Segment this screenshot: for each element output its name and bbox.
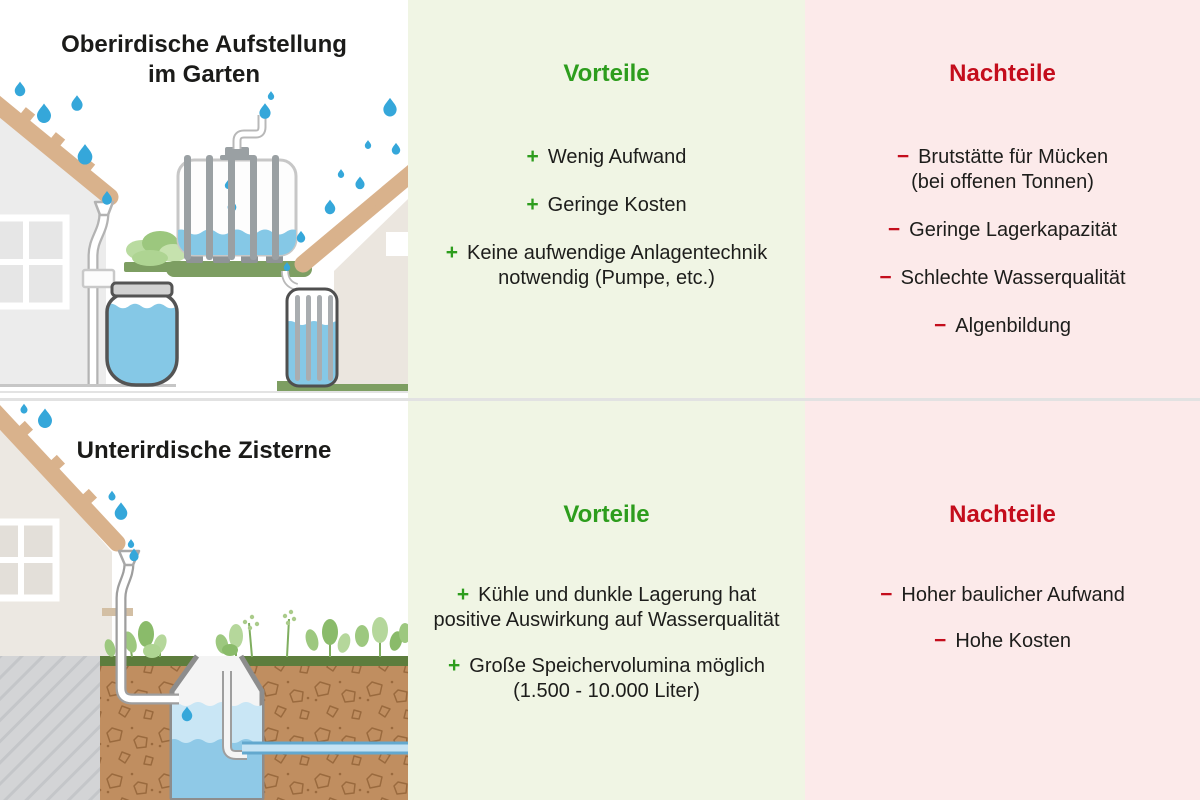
- minus-icon: −: [934, 314, 947, 337]
- advantage-item: + Wenig Aufwand: [408, 144, 805, 170]
- item-text: Schlechte Wasserqualität: [900, 267, 1126, 289]
- disadvantage-item: −Hohe Kosten: [805, 628, 1200, 654]
- item-text: Wenig Aufwand: [547, 146, 687, 168]
- minus-icon: −: [879, 266, 892, 289]
- section-title-above-ground: Oberirdische Aufstellung im Garten: [61, 31, 347, 88]
- terrace: [0, 656, 100, 800]
- plus-icon: +: [456, 583, 470, 606]
- window-icon: [386, 232, 408, 256]
- disadvantages-heading: Nachteile: [949, 501, 1056, 528]
- disadvantages-heading: Nachteile: [949, 60, 1056, 87]
- row-divider: [0, 398, 1200, 401]
- underground-disadvantages: Nachteile −Hoher baulicher Aufwand−Hohe …: [805, 400, 1200, 800]
- plants: [104, 609, 408, 658]
- advantage-item: + Geringe Kosten: [408, 192, 805, 218]
- water-tank-icon: [176, 115, 298, 263]
- item-text: Große Speichervolumina möglich(1.500 - 1…: [469, 655, 765, 702]
- downpipe-icon: [102, 549, 179, 705]
- item-text: Hohe Kosten: [955, 630, 1071, 652]
- house-left-icon: [0, 95, 119, 386]
- item-text: Geringe Kosten: [547, 194, 687, 216]
- item-text: Algenbildung: [955, 315, 1071, 337]
- disadvantage-item: −Geringe Lagerkapazität: [805, 217, 1200, 243]
- downpipe-icon: [81, 200, 116, 384]
- minus-icon: −: [896, 145, 910, 168]
- disadvantage-item: −Hoher baulicher Aufwand: [805, 582, 1200, 608]
- plus-icon: +: [526, 145, 539, 168]
- baseline: [0, 391, 408, 393]
- window-icon: [0, 214, 70, 310]
- advantages-heading: Vorteile: [563, 60, 650, 87]
- disadvantages-list: −Hoher baulicher Aufwand−Hohe Kosten: [805, 582, 1200, 654]
- cistern-icon: [169, 654, 265, 800]
- minus-icon: −: [934, 629, 947, 652]
- house-icon: [0, 404, 126, 656]
- above-ground-disadvantages: Nachteile −Brutstätte für Mücken(bei off…: [805, 0, 1200, 400]
- window-icon: [0, 518, 60, 602]
- rain-barrel-icon: [281, 270, 339, 388]
- above-ground-scene: [0, 81, 408, 393]
- tank-inlet-pipe-icon: [232, 115, 267, 149]
- advantages-heading: Vorteile: [563, 501, 650, 528]
- minus-icon: −: [887, 218, 901, 241]
- section-title-underground: Unterirdische Zisterne: [76, 437, 332, 464]
- barrel-base: [277, 381, 408, 391]
- plus-icon: +: [448, 654, 461, 677]
- item-text: Geringe Lagerkapazität: [909, 219, 1118, 241]
- advantage-item: + Große Speichervolumina möglich(1.500 - …: [408, 653, 805, 704]
- house-right-icon: [294, 164, 408, 384]
- water-jar-icon: [105, 281, 179, 387]
- disadvantage-item: −Algenbildung: [805, 313, 1200, 339]
- plus-icon: +: [526, 193, 539, 216]
- item-text: Brutstätte für Mücken(bei offenen Tonnen…: [911, 146, 1109, 193]
- plus-icon: +: [445, 241, 459, 264]
- above-ground-illustration: Oberirdische Aufstellung im Garten: [0, 0, 408, 400]
- item-text: Hoher baulicher Aufwand: [901, 584, 1125, 606]
- minus-icon: −: [880, 583, 893, 606]
- underground-scene: [0, 403, 408, 800]
- grass: [100, 656, 408, 666]
- above-ground-advantages: Vorteile + Wenig Aufwand + Geringe Kosten + K…: [408, 0, 805, 400]
- roof-icon: [0, 404, 126, 552]
- suction-pipe-icon: [222, 671, 247, 760]
- disadvantage-item: −Schlechte Wasserqualität: [805, 265, 1200, 291]
- underground-illustration: Unterirdische Zisterne: [0, 400, 408, 800]
- tank-base: [166, 261, 312, 277]
- disadvantages-list: −Brutstätte für Mücken(bei offenen Tonne…: [805, 144, 1200, 339]
- advantages-list: + Wenig Aufwand + Geringe Kosten + Keine aufw…: [408, 144, 805, 291]
- disadvantage-item: −Brutstätte für Mücken(bei offenen Tonne…: [805, 144, 1200, 195]
